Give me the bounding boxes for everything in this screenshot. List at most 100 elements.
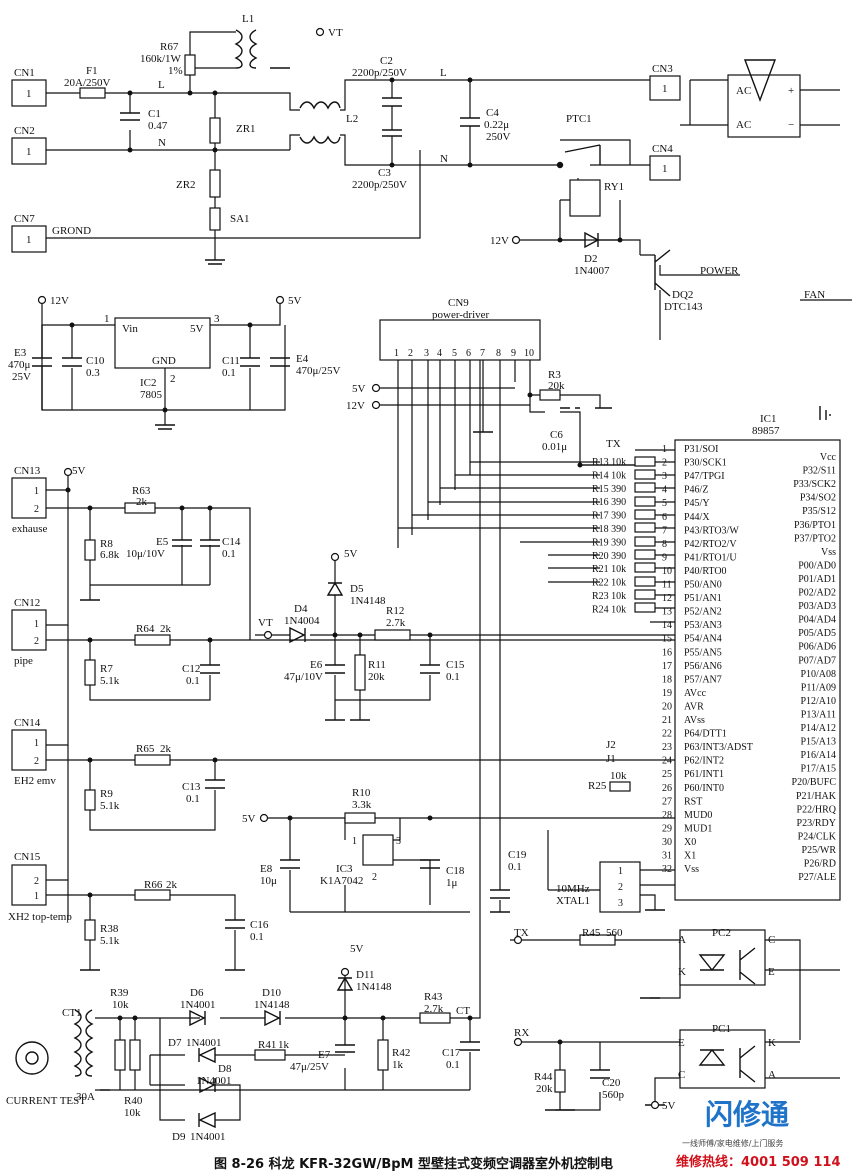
r12-ref: R12 (386, 605, 404, 617)
bank-resistor-r18: R18 390 (592, 524, 626, 535)
r63-val: 2k (136, 496, 148, 508)
c10-ref: C10 (86, 355, 105, 367)
r42-val: 1k (392, 1059, 404, 1071)
mcu-right-pin-17: P11/A09 (801, 682, 836, 693)
mcu-right-pin-22: P16/A14 (800, 750, 836, 761)
mcu-pin-num-4: 4 (662, 485, 667, 496)
resistor-r41 (254, 1049, 286, 1061)
active-parts (556, 59, 777, 1083)
cn4-box (649, 155, 681, 181)
mcu-pin-num-10: 10 (662, 566, 672, 577)
mcu-right-pin-12: P04/AD4 (798, 615, 836, 626)
mcu-pin-name-22: P64/DTT1 (684, 729, 727, 740)
bank-resistor-r14: R14 10k (592, 470, 626, 481)
svg-text:E: E (678, 1037, 685, 1049)
cn13-desc: exhause (12, 523, 48, 535)
svg-text:C: C (768, 934, 775, 946)
mcu-pin-num-3: 3 (662, 471, 667, 482)
d5-val: 1N4148 (350, 595, 386, 607)
r25-ref: R25 (588, 780, 607, 792)
mcu-right-pin-6: P37/PTO2 (794, 533, 836, 544)
r3-ref: R3 (548, 369, 561, 381)
svg-text:C: C (678, 1069, 685, 1081)
bank-resistor-r16: R16 390 (592, 497, 626, 508)
d8-ref: D8 (218, 1063, 232, 1075)
c15-val: 0.1 (446, 671, 460, 683)
mcu-pin-name-31: X1 (684, 851, 696, 862)
e4-val: 470μ/25V (296, 365, 340, 377)
c1-ref: C1 (148, 108, 161, 120)
labels: CN1 1 CN2 1 CN7 1 GROND F1 20A/250V R67 … (8, 13, 825, 453)
ptc1-ref: PTC1 (566, 113, 592, 125)
svg-text:K: K (678, 966, 686, 978)
c17-ref: C17 (442, 1047, 461, 1059)
d4-val: 1N4004 (284, 615, 320, 627)
opto-5v: 5V (662, 1100, 676, 1112)
watermark-brand: 闪修通 (705, 1098, 789, 1131)
svg-text:5: 5 (452, 348, 457, 359)
c1-val: 0.47 (148, 120, 168, 132)
svg-text:2: 2 (34, 504, 39, 515)
resistor-r45 (579, 934, 616, 946)
svg-text:1: 1 (34, 891, 39, 902)
d5-ref: D5 (350, 583, 364, 595)
bank-resistor-r15: R15 390 (592, 484, 626, 495)
ry1-ref: RY1 (604, 181, 624, 193)
mcu-pin-name-5: P45/Y (684, 498, 710, 509)
d2-val: 1N4007 (574, 265, 610, 277)
mcu-pin-num-6: 6 (662, 512, 667, 523)
line-n: N (158, 137, 166, 149)
d11-ref: D11 (356, 969, 375, 981)
cn7-name: CN7 (14, 213, 35, 225)
resistor-r11 (354, 654, 366, 691)
r45-val: 560 (606, 927, 623, 939)
mcu-right-pins: VccP32/S11P33/SCK2P34/SO2P35/S12P36/PTO1… (792, 452, 837, 883)
mcu-pin-num-25: 25 (662, 769, 672, 780)
svg-text:2: 2 (372, 872, 377, 883)
terminals (37, 27, 660, 1110)
cn13-box (11, 477, 47, 519)
svg-text:10: 10 (524, 348, 534, 359)
mcu-right-pin-2: P33/SCK2 (793, 479, 836, 490)
mcu-pin-num-9: 9 (662, 552, 667, 563)
resistor-r39 (114, 1039, 126, 1071)
mcu-pin-name-24: P62/INT2 (684, 756, 724, 767)
mcu-pin-name-29: MUD1 (684, 823, 712, 834)
c2-ref: C2 (380, 55, 393, 67)
sa1 (209, 207, 221, 231)
c4-ref: C4 (486, 107, 499, 119)
mcu-right-pin-21: P15/A13 (800, 737, 836, 748)
cn14-box (11, 729, 47, 771)
r39-val: 10k (112, 999, 129, 1011)
line-n2: N (440, 153, 448, 165)
svg-text:4: 4 (437, 348, 442, 359)
r8-val: 6.8k (100, 549, 120, 561)
zr1-ref: ZR1 (236, 123, 256, 135)
line-l2: L (440, 67, 447, 79)
ic2-box (114, 317, 211, 369)
line-l: L (158, 79, 165, 91)
mcu-pin-name-12: P51/AN1 (684, 593, 722, 604)
c17-val: 0.1 (446, 1059, 460, 1071)
xtal-box (599, 861, 641, 913)
pc1-ref: PC1 (712, 1023, 731, 1035)
e5-ref: E5 (156, 536, 169, 548)
bank-resistor-r21: R21 10k (592, 564, 626, 575)
resistor-r43 (419, 1012, 451, 1024)
zr2 (209, 169, 221, 198)
figure-caption: 图 8-26 科龙 KFR-32GW/BpM 型壁挂式变频空调器室外机控制电 (214, 1156, 613, 1172)
dq2-ref: DQ2 (672, 289, 693, 301)
cn1-pin: 1 (26, 88, 32, 100)
opto-tx: TX (514, 927, 529, 939)
ic1-ref: IC1 (760, 413, 777, 425)
cn7-box (11, 225, 47, 253)
r63-ref: R63 (132, 485, 151, 497)
e6-val: 47μ/10V (284, 671, 323, 683)
opto-rx: RX (514, 1027, 529, 1039)
diodes (189, 231, 600, 1129)
r67-val2: 1% (168, 65, 183, 77)
pc2-box (679, 929, 766, 986)
r9-val: 5.1k (100, 800, 120, 812)
d8-val: 1N4001 (196, 1075, 231, 1087)
c15-ref: C15 (446, 659, 465, 671)
